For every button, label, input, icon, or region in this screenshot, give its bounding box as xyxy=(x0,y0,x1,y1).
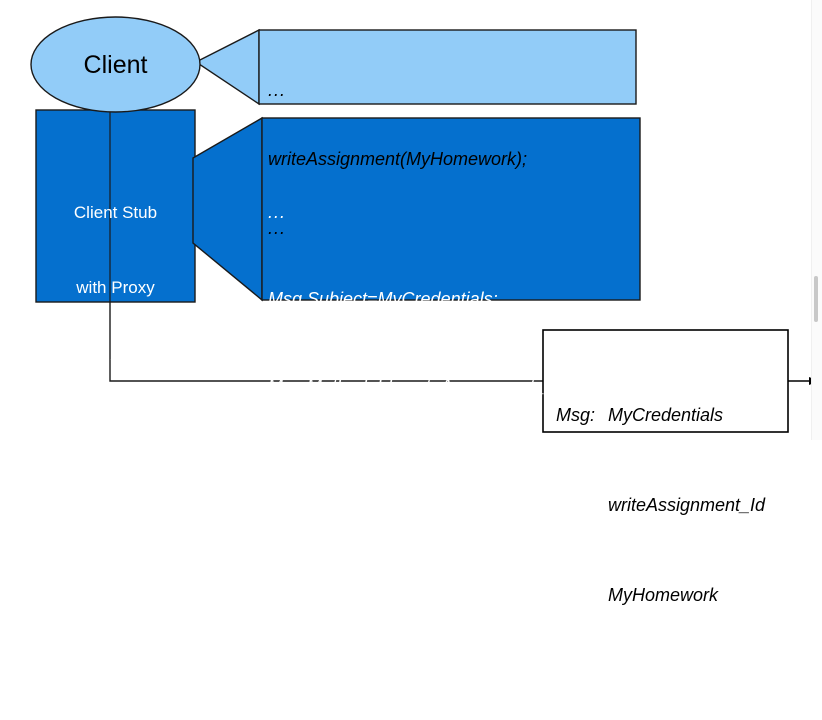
callout-top-line-3: ... xyxy=(268,218,287,238)
scrollbar-thumb[interactable] xyxy=(814,276,818,322)
message-box-key: Msg: xyxy=(556,405,596,425)
callout-main-line-2: Msg.Subject=MyCredentials; xyxy=(268,289,498,309)
callout-main-shape[interactable] xyxy=(261,117,641,301)
message-box-text: Msg: MyCredentials writeAssignment_Id My… xyxy=(556,340,782,670)
message-box-value-1: MyCredentials xyxy=(608,405,724,425)
callout-top-line-2: writeAssignment(MyHomework); xyxy=(268,149,528,169)
message-box-shape[interactable] xyxy=(542,329,789,433)
right-edge-strip xyxy=(811,0,822,440)
stub-to-message-line xyxy=(109,302,543,382)
stub-node-label-line-3: (here without xyxy=(66,353,165,372)
diagram-canvas: Client Client Stub with Proxy (here with… xyxy=(30,0,822,605)
diagram-shapes xyxy=(30,16,819,433)
message-box-key-spacer-2 xyxy=(556,580,608,610)
client-node-label: Client xyxy=(83,51,148,79)
message-box-row-2: writeAssignment_Id xyxy=(556,490,782,520)
callout-top-text: ... writeAssignment(MyHomework); ... xyxy=(268,33,628,286)
callout-top-line-1: ... xyxy=(268,80,287,100)
stub-node-label: Client Stub with Proxy (here without PEP… xyxy=(36,150,195,500)
stub-node-shape[interactable] xyxy=(35,109,196,303)
message-box-value-2: writeAssignment_Id xyxy=(608,495,766,515)
stub-node-label-line-4: PEP and PDP) xyxy=(59,428,172,447)
callout-main-tail xyxy=(192,116,263,302)
callout-main-line-1: ... xyxy=(268,202,287,222)
callout-top-tail xyxy=(194,28,260,106)
callout-top-shape[interactable] xyxy=(258,29,637,105)
message-box-row-3: MyHomework xyxy=(556,580,782,610)
callout-main-line-3: Msg.Method_Id=writeAssignment_Id; xyxy=(268,376,565,396)
message-box-row-1: Msg: MyCredentials xyxy=(556,400,782,430)
message-box-value-3: MyHomework xyxy=(608,585,719,605)
stub-node-label-line-2: with Proxy xyxy=(76,278,155,297)
stub-node-label-line-1: Client Stub xyxy=(73,203,158,222)
message-box-key-spacer xyxy=(556,490,608,520)
client-node-shape[interactable] xyxy=(30,16,201,113)
